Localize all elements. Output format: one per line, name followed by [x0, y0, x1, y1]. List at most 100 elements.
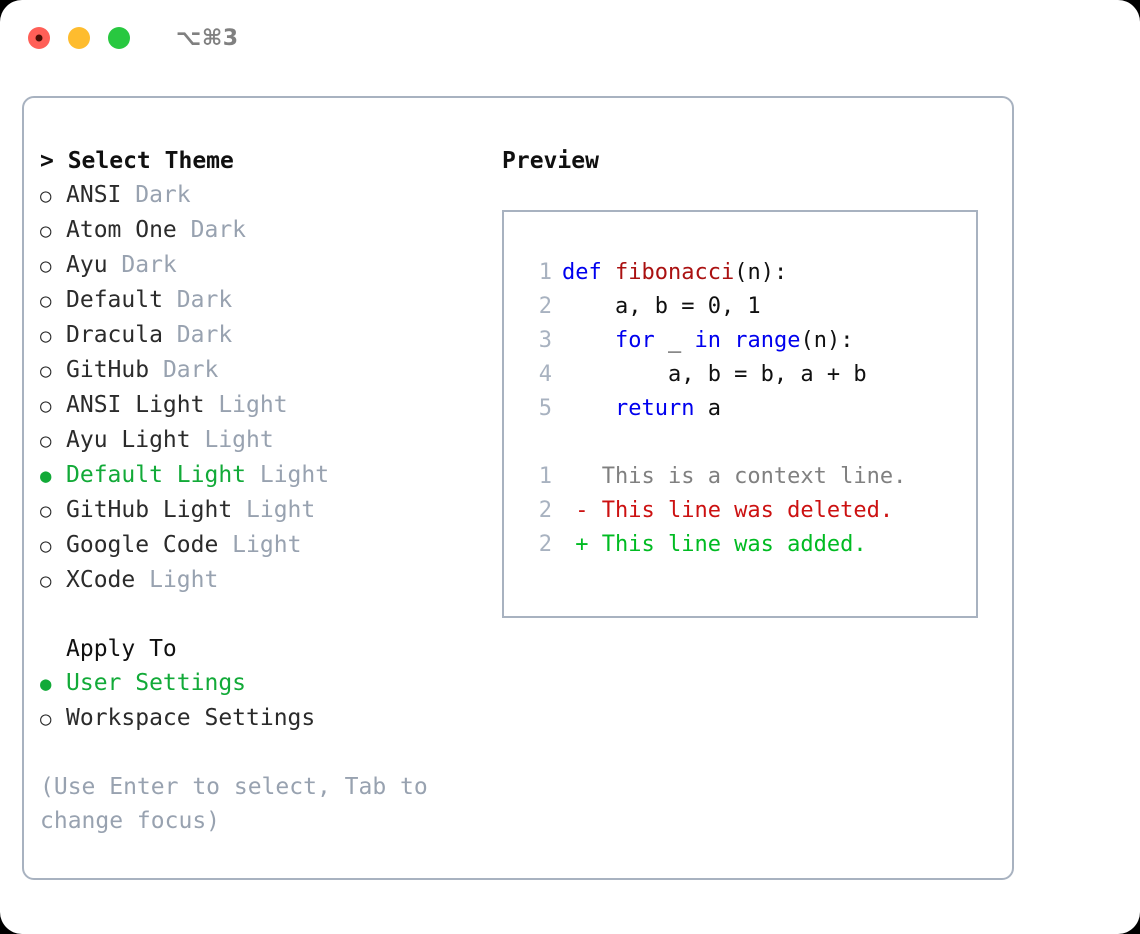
theme-option-name: Default Light: [66, 462, 247, 488]
keyboard-shortcut-label: ⌥⌘3: [176, 25, 239, 51]
theme-option-ayu-light[interactable]: ○Ayu Light Light: [40, 423, 510, 458]
apply-to-option-workspace-settings[interactable]: ○Workspace Settings: [40, 701, 510, 736]
radio-selected-icon: ●: [40, 465, 52, 487]
line-number: 2: [538, 532, 552, 557]
radio-unselected-icon: ○: [40, 255, 52, 277]
apply-to-option-name: User Settings: [66, 670, 247, 696]
code-token: fibonacci: [614, 260, 735, 285]
theme-option-dracula[interactable]: ○ Dracula Dark: [40, 318, 510, 353]
theme-option-variant: Light: [232, 497, 316, 523]
theme-option-ansi-light[interactable]: ○ ANSI Light Light: [40, 388, 510, 423]
line-number: 3: [538, 328, 552, 353]
theme-option-default[interactable]: ○Default Dark: [40, 283, 510, 318]
theme-list-column: > Select Theme ○ANSI Dark○Atom One Dark○…: [40, 144, 510, 838]
radio-unselected-icon: ○: [40, 395, 52, 417]
theme-option-variant: Dark: [162, 287, 233, 313]
code-token: range: [734, 328, 801, 353]
diff-line: 2 - This line was deleted.: [518, 494, 976, 528]
maximize-window-icon[interactable]: [108, 27, 130, 49]
code-token: a: [694, 396, 721, 421]
select-theme-heading: > Select Theme: [40, 148, 234, 174]
code-token: _: [654, 328, 695, 353]
theme-option-variant: Light: [246, 462, 330, 488]
code-line: 1 def fibonacci(n):: [518, 256, 976, 290]
apply-to-heading: Apply To: [66, 636, 177, 662]
line-number: 1: [538, 260, 552, 285]
line-number: 4: [538, 362, 552, 387]
radio-unselected-icon: ○: [40, 220, 52, 242]
close-window-icon[interactable]: [28, 27, 50, 49]
theme-option-variant: Dark: [176, 217, 247, 243]
code-token: [562, 324, 615, 358]
title-bar: ⌥⌘3: [0, 0, 1140, 76]
theme-option-variant: Light: [135, 567, 219, 593]
theme-picker-panel: > Select Theme ○ANSI Dark○Atom One Dark○…: [22, 96, 1014, 880]
theme-option-name: Atom One: [66, 217, 177, 243]
line-number: 2: [538, 294, 552, 319]
theme-option-github[interactable]: ○ GitHub Dark: [40, 353, 510, 388]
diff-line: 1 This is a context line.: [518, 460, 976, 494]
radio-unselected-icon: ○: [40, 360, 52, 382]
code-token: [562, 392, 615, 426]
theme-option-xcode[interactable]: ○ XCode Light: [40, 563, 510, 598]
keyboard-hint-text: (Use Enter to select, Tab to change focu…: [40, 774, 428, 834]
radio-unselected-icon: ○: [40, 185, 52, 207]
theme-list[interactable]: ○ANSI Dark○Atom One Dark○Ayu Dark○Defaul…: [40, 178, 510, 598]
traffic-light-buttons: [28, 27, 130, 49]
code-token: for: [614, 328, 655, 353]
theme-option-google-code[interactable]: ○ Google Code Light: [40, 528, 510, 563]
theme-option-name: XCode: [66, 567, 136, 593]
code-token: (n):: [800, 328, 854, 353]
theme-option-name: GitHub: [66, 357, 150, 383]
apply-to-option-user-settings[interactable]: ● User Settings: [40, 666, 510, 701]
diff-text: + This line was added.: [562, 532, 867, 557]
radio-unselected-icon: ○: [40, 430, 52, 452]
theme-option-ayu[interactable]: ○ Ayu Dark: [40, 248, 510, 283]
theme-option-variant: Light: [218, 532, 302, 558]
theme-option-name: Google Code: [66, 532, 219, 558]
theme-option-default-light[interactable]: ● Default Light Light: [40, 458, 510, 493]
code-token: a, b = 0, 1: [562, 294, 761, 319]
radio-unselected-icon: ○: [40, 290, 52, 312]
code-token: (n):: [734, 260, 788, 285]
diff-text: This is a context line.: [562, 464, 907, 489]
radio-selected-icon: ●: [40, 673, 52, 695]
radio-unselected-icon: ○: [40, 500, 52, 522]
theme-option-name: Dracula: [66, 322, 163, 348]
theme-option-variant: Dark: [121, 182, 191, 208]
diff-sample: 1 This is a context line.2 - This line w…: [518, 460, 976, 562]
theme-option-atom-one[interactable]: ○ Atom One Dark: [40, 213, 510, 248]
radio-unselected-icon: ○: [40, 570, 52, 592]
theme-option-variant: Dark: [162, 322, 233, 348]
theme-option-variant: Dark: [149, 357, 219, 383]
theme-option-variant: Dark: [107, 252, 177, 278]
line-number: 1: [538, 464, 552, 489]
minimize-window-icon[interactable]: [68, 27, 90, 49]
theme-option-ansi[interactable]: ○ ANSI Dark: [40, 178, 510, 213]
section-spacer: [40, 598, 510, 632]
line-number: 2: [538, 498, 552, 523]
code-token: def: [562, 260, 615, 285]
diff-text: - This line was deleted.: [562, 498, 894, 523]
code-blank-line: [518, 426, 976, 460]
theme-option-variant: Light: [190, 427, 274, 453]
apply-to-list[interactable]: ● User Settings ○Workspace Settings: [40, 666, 510, 736]
line-number: 5: [538, 396, 552, 421]
radio-unselected-icon: ○: [40, 535, 52, 557]
theme-option-name: Ayu: [66, 252, 108, 278]
theme-option-name: ANSI: [66, 182, 122, 208]
preview-heading: Preview: [502, 148, 599, 174]
code-token: [721, 324, 734, 358]
radio-unselected-icon: ○: [40, 325, 52, 347]
theme-option-name: GitHub Light: [66, 497, 233, 523]
theme-option-name: ANSI Light: [66, 392, 205, 418]
diff-line: 2 + This line was added.: [518, 528, 976, 562]
theme-option-variant: Light: [204, 392, 288, 418]
theme-option-github-light[interactable]: ○ GitHub Light Light: [40, 493, 510, 528]
code-line: 5 return a: [518, 392, 976, 426]
code-token: a, b = b, a + b: [562, 362, 867, 387]
